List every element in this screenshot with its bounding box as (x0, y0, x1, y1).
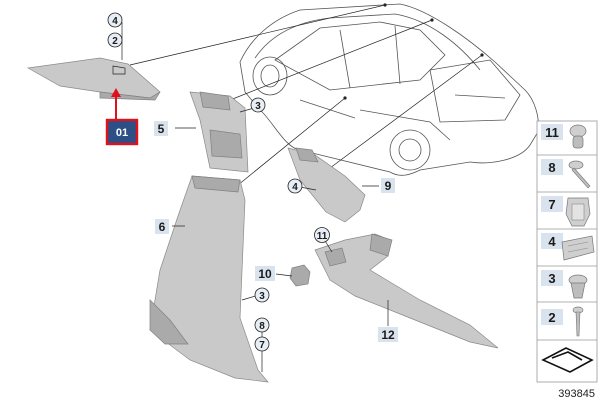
svg-text:2: 2 (548, 310, 555, 325)
highlight-label: 01 (116, 127, 128, 139)
leader-lines (129, 3, 484, 186)
part-10-clip (289, 264, 311, 287)
svg-text:11: 11 (545, 125, 559, 140)
part-label-10[interactable]: 10 (255, 266, 275, 281)
callout-7[interactable]: 7 (254, 336, 270, 352)
legend-item-7[interactable]: 7 (541, 196, 591, 227)
part-label-6[interactable]: 6 (155, 219, 169, 234)
legend-item-3[interactable]: 3 (541, 270, 588, 299)
svg-text:7: 7 (548, 197, 555, 212)
part-12-pillar (314, 233, 499, 349)
part-6-pillar (149, 175, 269, 383)
part-label-5[interactable]: 5 (154, 121, 168, 136)
part-label-9[interactable]: 9 (381, 178, 395, 193)
svg-text:5: 5 (158, 122, 165, 136)
svg-text:8: 8 (548, 160, 555, 175)
part-5-trim (189, 91, 249, 173)
fastener-legend: 11 8 7 4 3 (536, 120, 598, 383)
svg-text:11: 11 (317, 231, 328, 242)
svg-text:8: 8 (259, 321, 265, 332)
car-outline (239, 3, 539, 176)
svg-text:4: 4 (548, 234, 556, 249)
svg-text:4: 4 (112, 16, 118, 27)
svg-text:3: 3 (255, 101, 261, 112)
part-9-trim (287, 147, 366, 223)
highlight-marker[interactable]: 01 (105, 88, 139, 146)
legend-item-11[interactable]: 11 (541, 124, 587, 149)
svg-text:4: 4 (292, 182, 298, 193)
svg-text:7: 7 (259, 340, 265, 351)
callout-2-top[interactable]: 2 (107, 32, 123, 48)
svg-text:6: 6 (159, 220, 166, 234)
callout-8[interactable]: 8 (254, 317, 270, 333)
callout-4-top[interactable]: 4 (107, 12, 123, 28)
callout-3-low[interactable]: 3 (254, 287, 270, 303)
legend-item-8[interactable]: 8 (541, 159, 591, 189)
svg-text:3: 3 (548, 271, 555, 286)
svg-text:10: 10 (258, 267, 272, 281)
legend-item-2[interactable]: 2 (541, 306, 584, 337)
callout-11[interactable]: 11 (314, 227, 330, 243)
callout-4-right[interactable]: 4 (287, 178, 303, 194)
svg-text:2: 2 (112, 36, 118, 47)
svg-text:3: 3 (259, 291, 265, 302)
legend-item-4[interactable]: 4 (541, 233, 595, 261)
diagram-id: 393845 (558, 388, 595, 400)
callout-3-mid[interactable]: 3 (250, 97, 266, 113)
trim-piece-top-left (26, 57, 161, 101)
svg-text:9: 9 (385, 179, 392, 193)
svg-text:12: 12 (381, 328, 395, 342)
legend-item-misc-icon[interactable] (541, 347, 594, 373)
part-label-12[interactable]: 12 (378, 327, 398, 342)
